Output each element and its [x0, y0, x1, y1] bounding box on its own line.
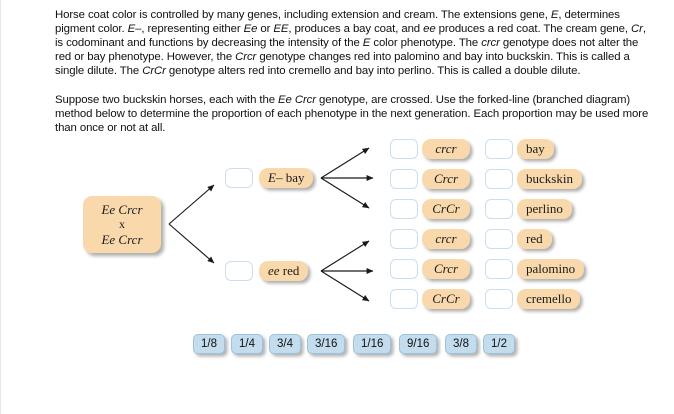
chip-level3-row5[interactable]: palomino	[517, 259, 585, 279]
slot-level3-row2[interactable]	[485, 169, 513, 189]
chip-level2-row5-label: Crcr	[433, 261, 459, 276]
slot-level3-row1[interactable]	[485, 139, 513, 159]
slot-level3-row5[interactable]	[485, 259, 513, 279]
parent-genotype-line2: Ee Crcr	[101, 232, 143, 247]
parent-genotype-line1: Ee Crcr	[101, 202, 143, 217]
chip-level1-red-phenotype: red	[282, 263, 300, 278]
chip-level2-row1-label: crcr	[435, 141, 457, 156]
chip-level2-row4[interactable]: crcr	[422, 229, 470, 249]
slot-level3-row4[interactable]	[485, 229, 513, 249]
fraction-token-2[interactable]: 1/4	[231, 334, 263, 354]
slot-level2-row4[interactable]	[390, 229, 418, 249]
chip-level3-row4[interactable]: red	[517, 229, 552, 249]
chip-level3-row3[interactable]: perlino	[517, 199, 572, 219]
slot-level3-row3[interactable]	[485, 199, 513, 219]
chip-level3-row2-label: buckskin	[526, 171, 573, 186]
chip-level3-row4-label: red	[526, 231, 543, 246]
chip-level2-row3-label: CrCr	[432, 201, 460, 216]
chip-level2-row4-label: crcr	[435, 231, 457, 246]
chip-level1-red[interactable]: ee red	[259, 261, 309, 281]
fraction-token-7[interactable]: 3/8	[445, 334, 477, 354]
chip-level1-bay[interactable]: E– bay	[259, 168, 314, 188]
chip-level2-row2[interactable]: Crcr	[422, 169, 470, 189]
chip-level2-row5[interactable]: Crcr	[422, 259, 470, 279]
chip-level1-bay-genotype: E–	[268, 170, 283, 185]
chip-level3-row1[interactable]: bay	[517, 139, 554, 159]
chip-level1-red-genotype: ee	[268, 263, 280, 278]
chip-level1-bay-phenotype: bay	[285, 170, 305, 185]
slot-level2-row1[interactable]	[390, 139, 418, 159]
chip-level3-row6-label: cremello	[526, 291, 572, 306]
fraction-token-4[interactable]: 3/16	[307, 334, 346, 354]
passage-intro-paragraph: Horse coat color is controlled by many g…	[55, 9, 646, 78]
chip-level3-row2[interactable]: buckskin	[517, 169, 582, 189]
chip-level2-row6-label: CrCr	[432, 291, 460, 306]
slot-level2-row3[interactable]	[390, 199, 418, 219]
chip-level3-row6[interactable]: cremello	[517, 289, 581, 309]
fraction-token-6[interactable]: 9/16	[399, 334, 438, 354]
parent-cross-box[interactable]: Ee Crcr x Ee Crcr	[83, 196, 161, 253]
parent-cross-symbol: x	[119, 217, 125, 231]
fraction-token-3[interactable]: 3/4	[269, 334, 301, 354]
passage-task-paragraph: Suppose two buckskin horses, each with t…	[55, 94, 649, 135]
chip-level2-row1[interactable]: crcr	[422, 139, 470, 159]
fraction-token-5[interactable]: 1/16	[353, 334, 392, 354]
chip-level3-row3-label: perlino	[526, 201, 563, 216]
slot-level3-row6[interactable]	[485, 289, 513, 309]
fraction-token-1[interactable]: 1/8	[193, 334, 225, 354]
fraction-token-8[interactable]: 1/2	[483, 334, 515, 354]
slot-level1-red[interactable]	[225, 261, 253, 281]
slot-level2-row2[interactable]	[390, 169, 418, 189]
chip-level2-row6[interactable]: CrCr	[422, 289, 470, 309]
slot-level1-bay[interactable]	[225, 168, 253, 188]
chip-level3-row1-label: bay	[526, 141, 545, 156]
slot-level2-row6[interactable]	[390, 289, 418, 309]
slot-level2-row5[interactable]	[390, 259, 418, 279]
chip-level2-row2-label: Crcr	[433, 171, 459, 186]
chip-level3-row5-label: palomino	[526, 261, 576, 276]
chip-level2-row3[interactable]: CrCr	[422, 199, 470, 219]
